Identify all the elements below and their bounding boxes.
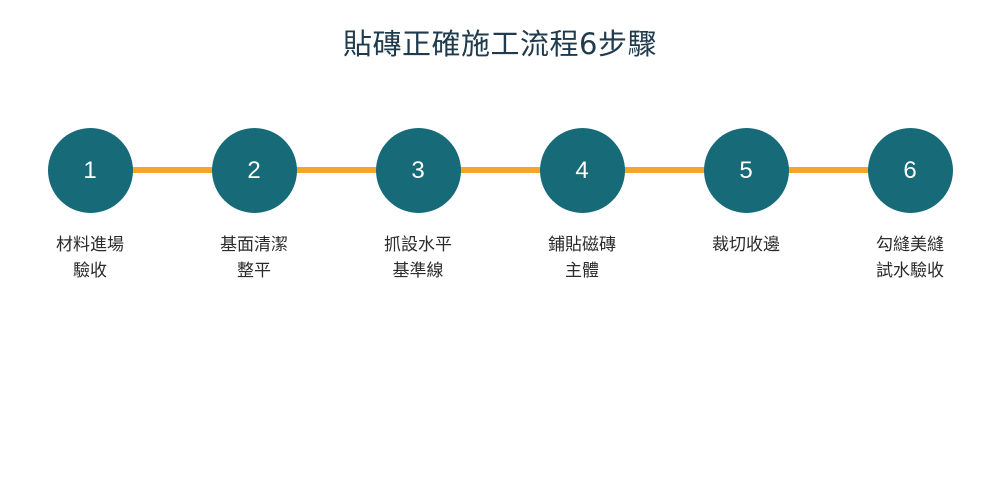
connector-1-2 (130, 167, 216, 173)
step-number-circle: 2 (211, 128, 297, 213)
step-label-line: 主體 (565, 261, 599, 281)
step-label-line: 基面清潔 (220, 235, 288, 255)
connector-2-3 (294, 167, 380, 173)
step-label-line: 裁切收邊 (712, 235, 780, 255)
step-label: 材料進場 驗收 (10, 232, 170, 284)
step-label-line: 驗收 (73, 261, 107, 281)
page-title: 貼磚正確施工流程6步驟 (343, 27, 657, 61)
step-label-line: 基準線 (392, 261, 444, 281)
step-label: 鋪貼磁磚 主體 (502, 232, 662, 284)
step-4: 4 鋪貼磁磚 主體 (502, 128, 662, 284)
step-label: 裁切收邊 (666, 232, 826, 258)
step-label-line: 抓設水平 (384, 235, 452, 255)
step-label-line: 試水驗收 (876, 261, 944, 281)
connector-5-6 (786, 167, 872, 173)
step-3: 3 抓設水平 基準線 (338, 128, 498, 284)
step-number-circle: 5 (703, 128, 789, 213)
step-label: 勾縫美縫 試水驗收 (830, 232, 990, 284)
step-label-line: 勾縫美縫 (876, 235, 944, 255)
step-label-line: 材料進場 (56, 235, 124, 255)
connector-4-5 (622, 167, 708, 173)
step-1: 1 材料進場 驗收 (10, 128, 170, 284)
step-5: 5 裁切收邊 (666, 128, 826, 258)
step-number-circle: 1 (47, 128, 133, 213)
connector-3-4 (458, 167, 544, 173)
step-label-line: 鋪貼磁磚 (548, 235, 616, 255)
step-number-circle: 3 (375, 128, 461, 213)
step-6: 6 勾縫美縫 試水驗收 (830, 128, 990, 284)
step-2: 2 基面清潔 整平 (174, 128, 334, 284)
step-label: 基面清潔 整平 (174, 232, 334, 284)
step-label-line: 整平 (237, 261, 271, 281)
step-label: 抓設水平 基準線 (338, 232, 498, 284)
step-number-circle: 6 (867, 128, 953, 213)
step-number-circle: 4 (539, 128, 625, 213)
